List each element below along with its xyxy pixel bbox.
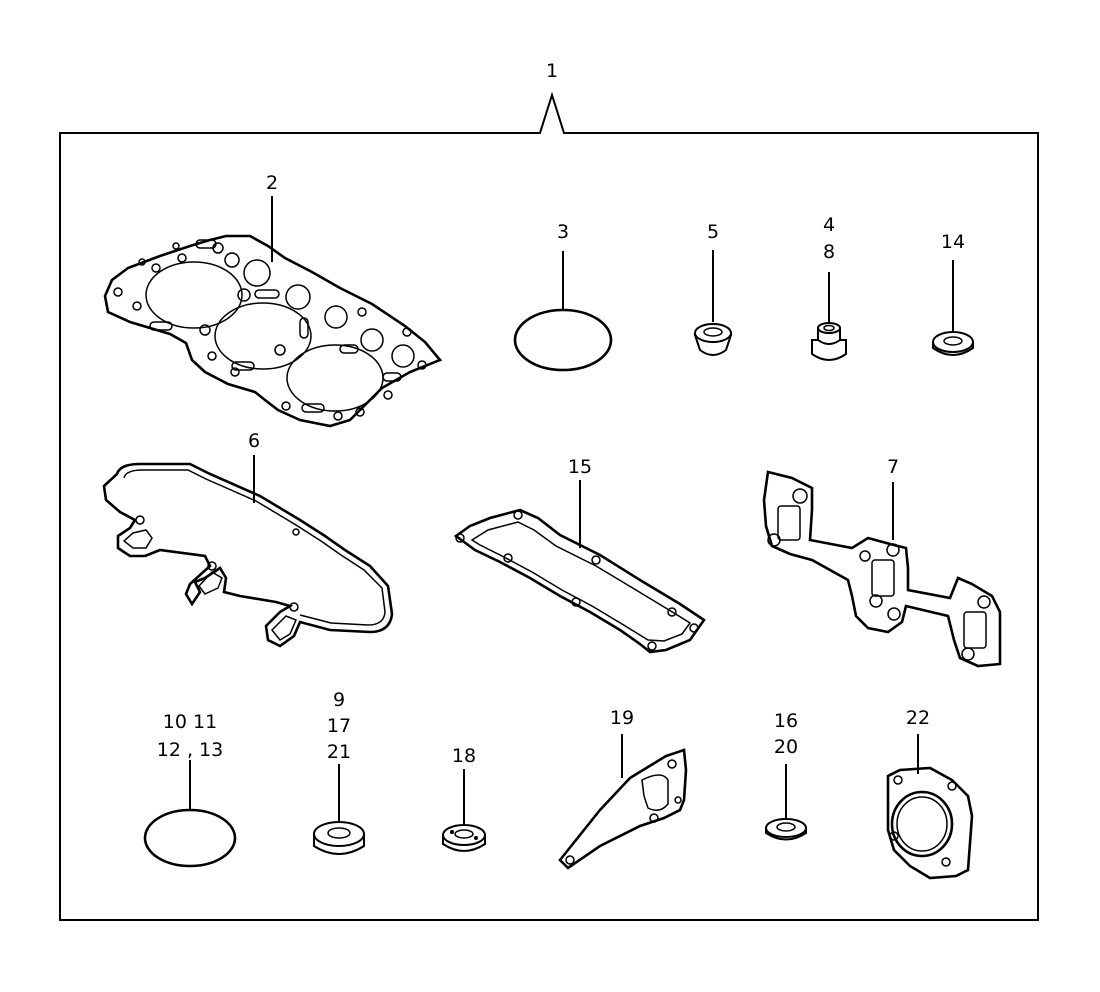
label-gasket-19: 19 [610, 707, 634, 729]
part-head-gasket [103, 234, 443, 428]
label-washer-17: 17 [327, 715, 351, 737]
label-cover-gasket: 6 [248, 430, 260, 452]
part-washer-9-17-21 [313, 821, 365, 855]
label-o-ring-10-11: 10 11 [163, 711, 217, 733]
label-washer-9: 9 [333, 689, 345, 711]
label-washer-18: 18 [452, 745, 476, 767]
part-seal-4-8 [811, 322, 847, 361]
label-manifold-gasket: 7 [887, 456, 899, 478]
part-seal-5 [693, 323, 733, 356]
label-washer-16: 16 [774, 710, 798, 732]
label-washer-21: 21 [327, 741, 351, 763]
kit-frame [59, 91, 1039, 921]
label-seal-4: 4 [823, 214, 835, 236]
label-seal-5: 5 [707, 221, 719, 243]
part-washer-14 [932, 331, 974, 356]
part-o-ring-3 [513, 308, 613, 372]
label-washer-20: 20 [774, 736, 798, 758]
label-seal-8: 8 [823, 241, 835, 263]
label-o-ring-3: 3 [557, 221, 569, 243]
label-gasket-15: 15 [568, 456, 592, 478]
part-washer-18 [442, 824, 486, 852]
label-gasket-22: 22 [906, 707, 930, 729]
label-kit: 1 [546, 60, 558, 82]
part-o-ring-10-13 [143, 808, 237, 868]
label-washer-14: 14 [941, 231, 965, 253]
label-head-gasket: 2 [266, 172, 278, 194]
part-washer-16-20 [765, 818, 807, 841]
part-gasket-15 [453, 508, 706, 654]
part-gasket-22 [886, 766, 974, 880]
part-cover-gasket [102, 462, 394, 648]
part-gasket-19 [558, 748, 688, 870]
part-manifold-gasket [762, 470, 1002, 668]
label-o-ring-12-13: 12 , 13 [157, 739, 223, 761]
